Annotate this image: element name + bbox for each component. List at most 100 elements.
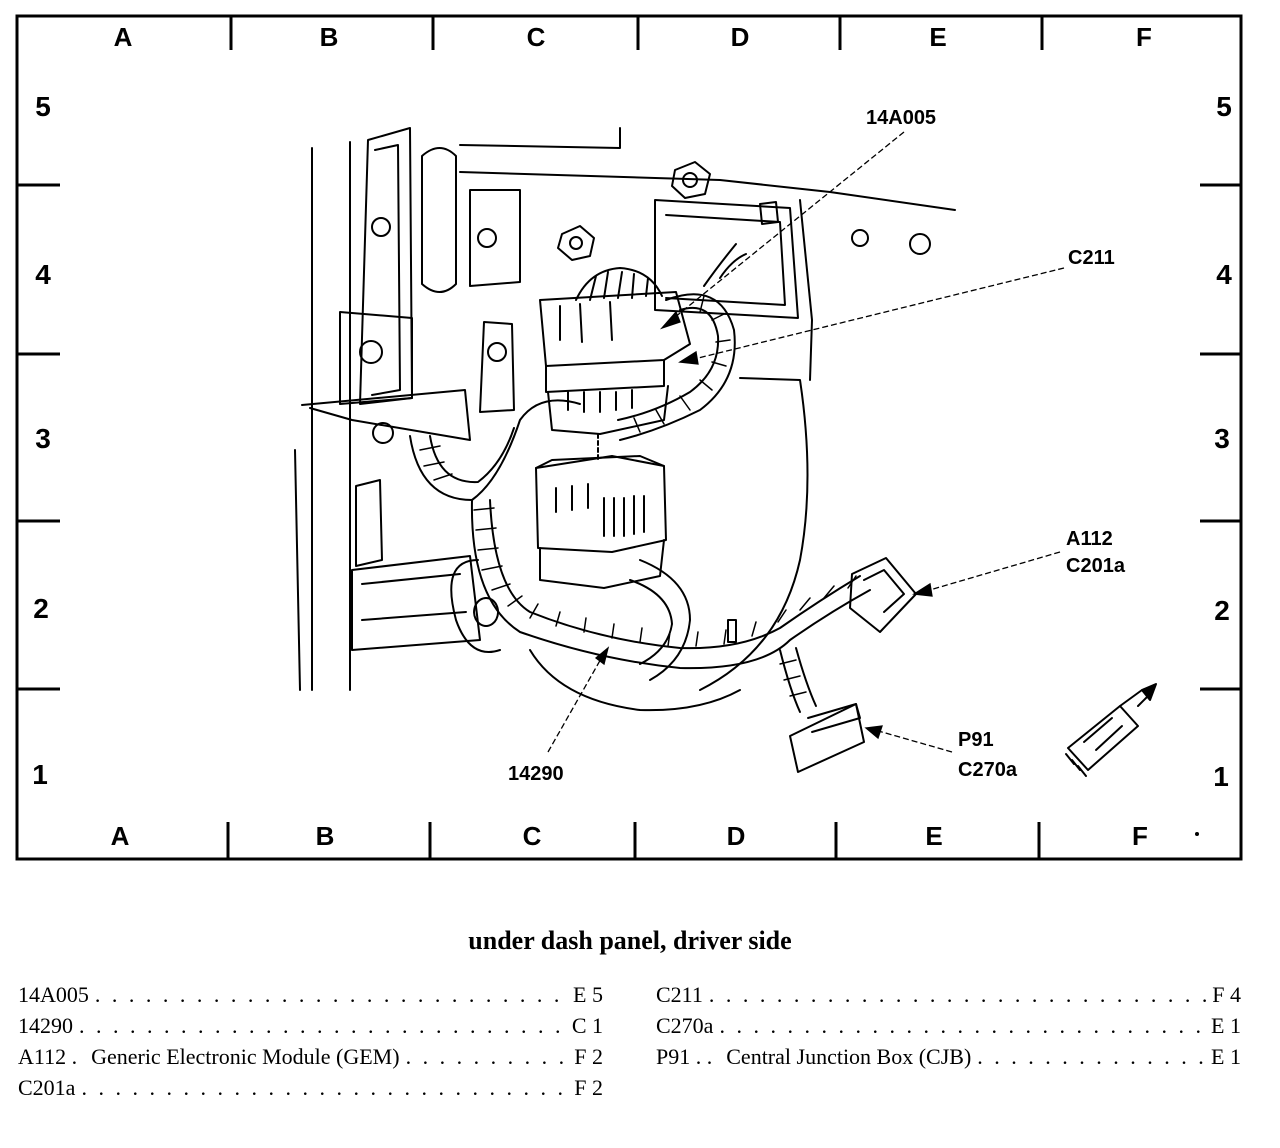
connector-14290-clip [555, 483, 589, 513]
pillar-oval-slot [421, 147, 457, 293]
panel-right-edge [699, 199, 813, 691]
legend-description: Central Junction Box (CJB) [726, 1044, 972, 1069]
col-label-bottom-c: C [523, 821, 542, 851]
col-label-bottom-d: D [727, 821, 746, 851]
harness-tie [727, 619, 737, 643]
harness-upper-feed [703, 243, 747, 287]
bracket-bolt [487, 342, 507, 362]
legend-id: 14290 [18, 1013, 73, 1038]
connector-c270a [789, 703, 865, 773]
harness-right-wrap [633, 295, 731, 433]
legend-id: C201a [18, 1075, 76, 1100]
panel-cutout-inner [665, 214, 786, 306]
connector-c211-pins [567, 389, 633, 413]
col-label-bottom-a: A [111, 821, 130, 851]
pillar-bracket-inner [371, 144, 401, 396]
row-label-right-5: 5 [1216, 91, 1232, 122]
connector-14290-lower [539, 539, 665, 589]
panel-frame [469, 189, 521, 287]
row-label-left-2: 2 [33, 593, 49, 624]
connector-c211-tab [559, 301, 613, 343]
leader-14a005 [663, 131, 905, 327]
legend-row: C201a F 2 [18, 1075, 603, 1106]
col-label-top-a: A [114, 22, 133, 52]
harness-lower-branch [779, 647, 817, 713]
legend-location: F 2 [574, 1075, 603, 1100]
diagram-caption: under dash panel, driver side [468, 926, 792, 955]
legend-leader-dots [709, 982, 1206, 1008]
callout-p91: P91 [958, 729, 994, 751]
nut-mid [557, 225, 595, 261]
col-label-top-d: D [731, 22, 750, 52]
dash-panel-illustration [294, 127, 1157, 777]
legend-leader-dots [719, 1013, 1205, 1039]
legend-id: A112 . [18, 1044, 78, 1069]
leader-p91 [867, 727, 953, 753]
panel-cutout [654, 199, 799, 319]
leader-c211 [681, 267, 1065, 363]
row-label-left-5: 5 [35, 91, 51, 122]
wiring-location-diagram: A B C D E F A B C D E F 5 4 3 2 1 5 4 3 … [15, 14, 1243, 861]
pillar-outline [294, 141, 351, 691]
legend-row: 14A005 E 5 [18, 982, 603, 1013]
legend-right-column: C211 F 4 C270a E 1 P91 . . Central Junct… [656, 982, 1241, 1075]
col-label-bottom-b: B [316, 821, 335, 851]
row-label-left-1: 1 [32, 759, 48, 790]
connector-14290-slots [603, 495, 645, 537]
harness-lower-wrap [779, 659, 807, 697]
legend-row: 14290 C 1 [18, 1013, 603, 1044]
mounting-bracket [479, 321, 515, 413]
legend-location: E 1 [1211, 1013, 1241, 1038]
legend-row: C211 F 4 [656, 982, 1241, 1013]
leader-lines [547, 131, 1065, 753]
pillar-hole-upper [371, 217, 391, 237]
pillar-hole-lower [372, 422, 394, 444]
legend-row: P91 . . Central Junction Box (CJB) E 1 [656, 1044, 1241, 1075]
legend-leader-dots [81, 1075, 568, 1101]
legend-leader-dots [406, 1044, 569, 1070]
knee-bolster [351, 555, 481, 651]
row-label-right-3: 3 [1214, 423, 1230, 454]
connector-14290-body [535, 455, 667, 553]
legend-location: C 1 [571, 1013, 603, 1038]
col-label-bottom-f: F [1132, 821, 1148, 851]
col-label-top-e: E [929, 22, 946, 52]
panel-hole-1 [477, 228, 497, 248]
row-label-left-3: 3 [35, 423, 51, 454]
callout-c201a: C201a [1066, 555, 1126, 577]
connector-c211-base [547, 385, 669, 435]
legend-id: 14A005 [18, 982, 89, 1007]
legend-id: P91 . . [656, 1044, 713, 1069]
legend-leader-dots [79, 1013, 566, 1039]
pillar-lower-bracket [301, 389, 471, 441]
row-label-right-1: 1 [1213, 761, 1229, 792]
pillar-hole-mid [359, 340, 383, 364]
legend-leader-dots [977, 1044, 1205, 1070]
harness-main-inner [429, 427, 861, 650]
speck-mark [1195, 832, 1199, 836]
left-ruler [17, 183, 60, 691]
stud-right [759, 201, 779, 225]
panel-top-edge [459, 127, 956, 211]
panel-hole-2 [851, 229, 869, 247]
bottom-ruler [226, 822, 1041, 859]
row-label-right-2: 2 [1214, 595, 1230, 626]
lower-left-frame [355, 479, 383, 567]
pillar-mid-plate [339, 311, 413, 405]
legend-left-column: 14A005 E 5 14290 C 1 A112 . Generic Elec… [18, 982, 603, 1106]
harness-wrap-pattern [419, 445, 857, 647]
leader-14290 [547, 649, 607, 753]
lower-dash-curve [529, 649, 741, 712]
connector-c201a [849, 557, 917, 633]
legend-row: A112 . Generic Electronic Module (GEM) F… [18, 1044, 603, 1075]
connector-c201a-face [863, 569, 905, 613]
right-ruler [1200, 183, 1241, 691]
harness-right-loop [617, 293, 736, 441]
legend-description: Generic Electronic Module (GEM) [91, 1044, 400, 1069]
legend-location: F 2 [574, 1044, 603, 1069]
col-label-top-c: C [527, 22, 546, 52]
legend-location: E 1 [1211, 1044, 1241, 1069]
callout-14a005: 14A005 [866, 107, 936, 129]
legend-leader-dots [95, 982, 567, 1008]
connector-c211-lower [545, 359, 665, 393]
